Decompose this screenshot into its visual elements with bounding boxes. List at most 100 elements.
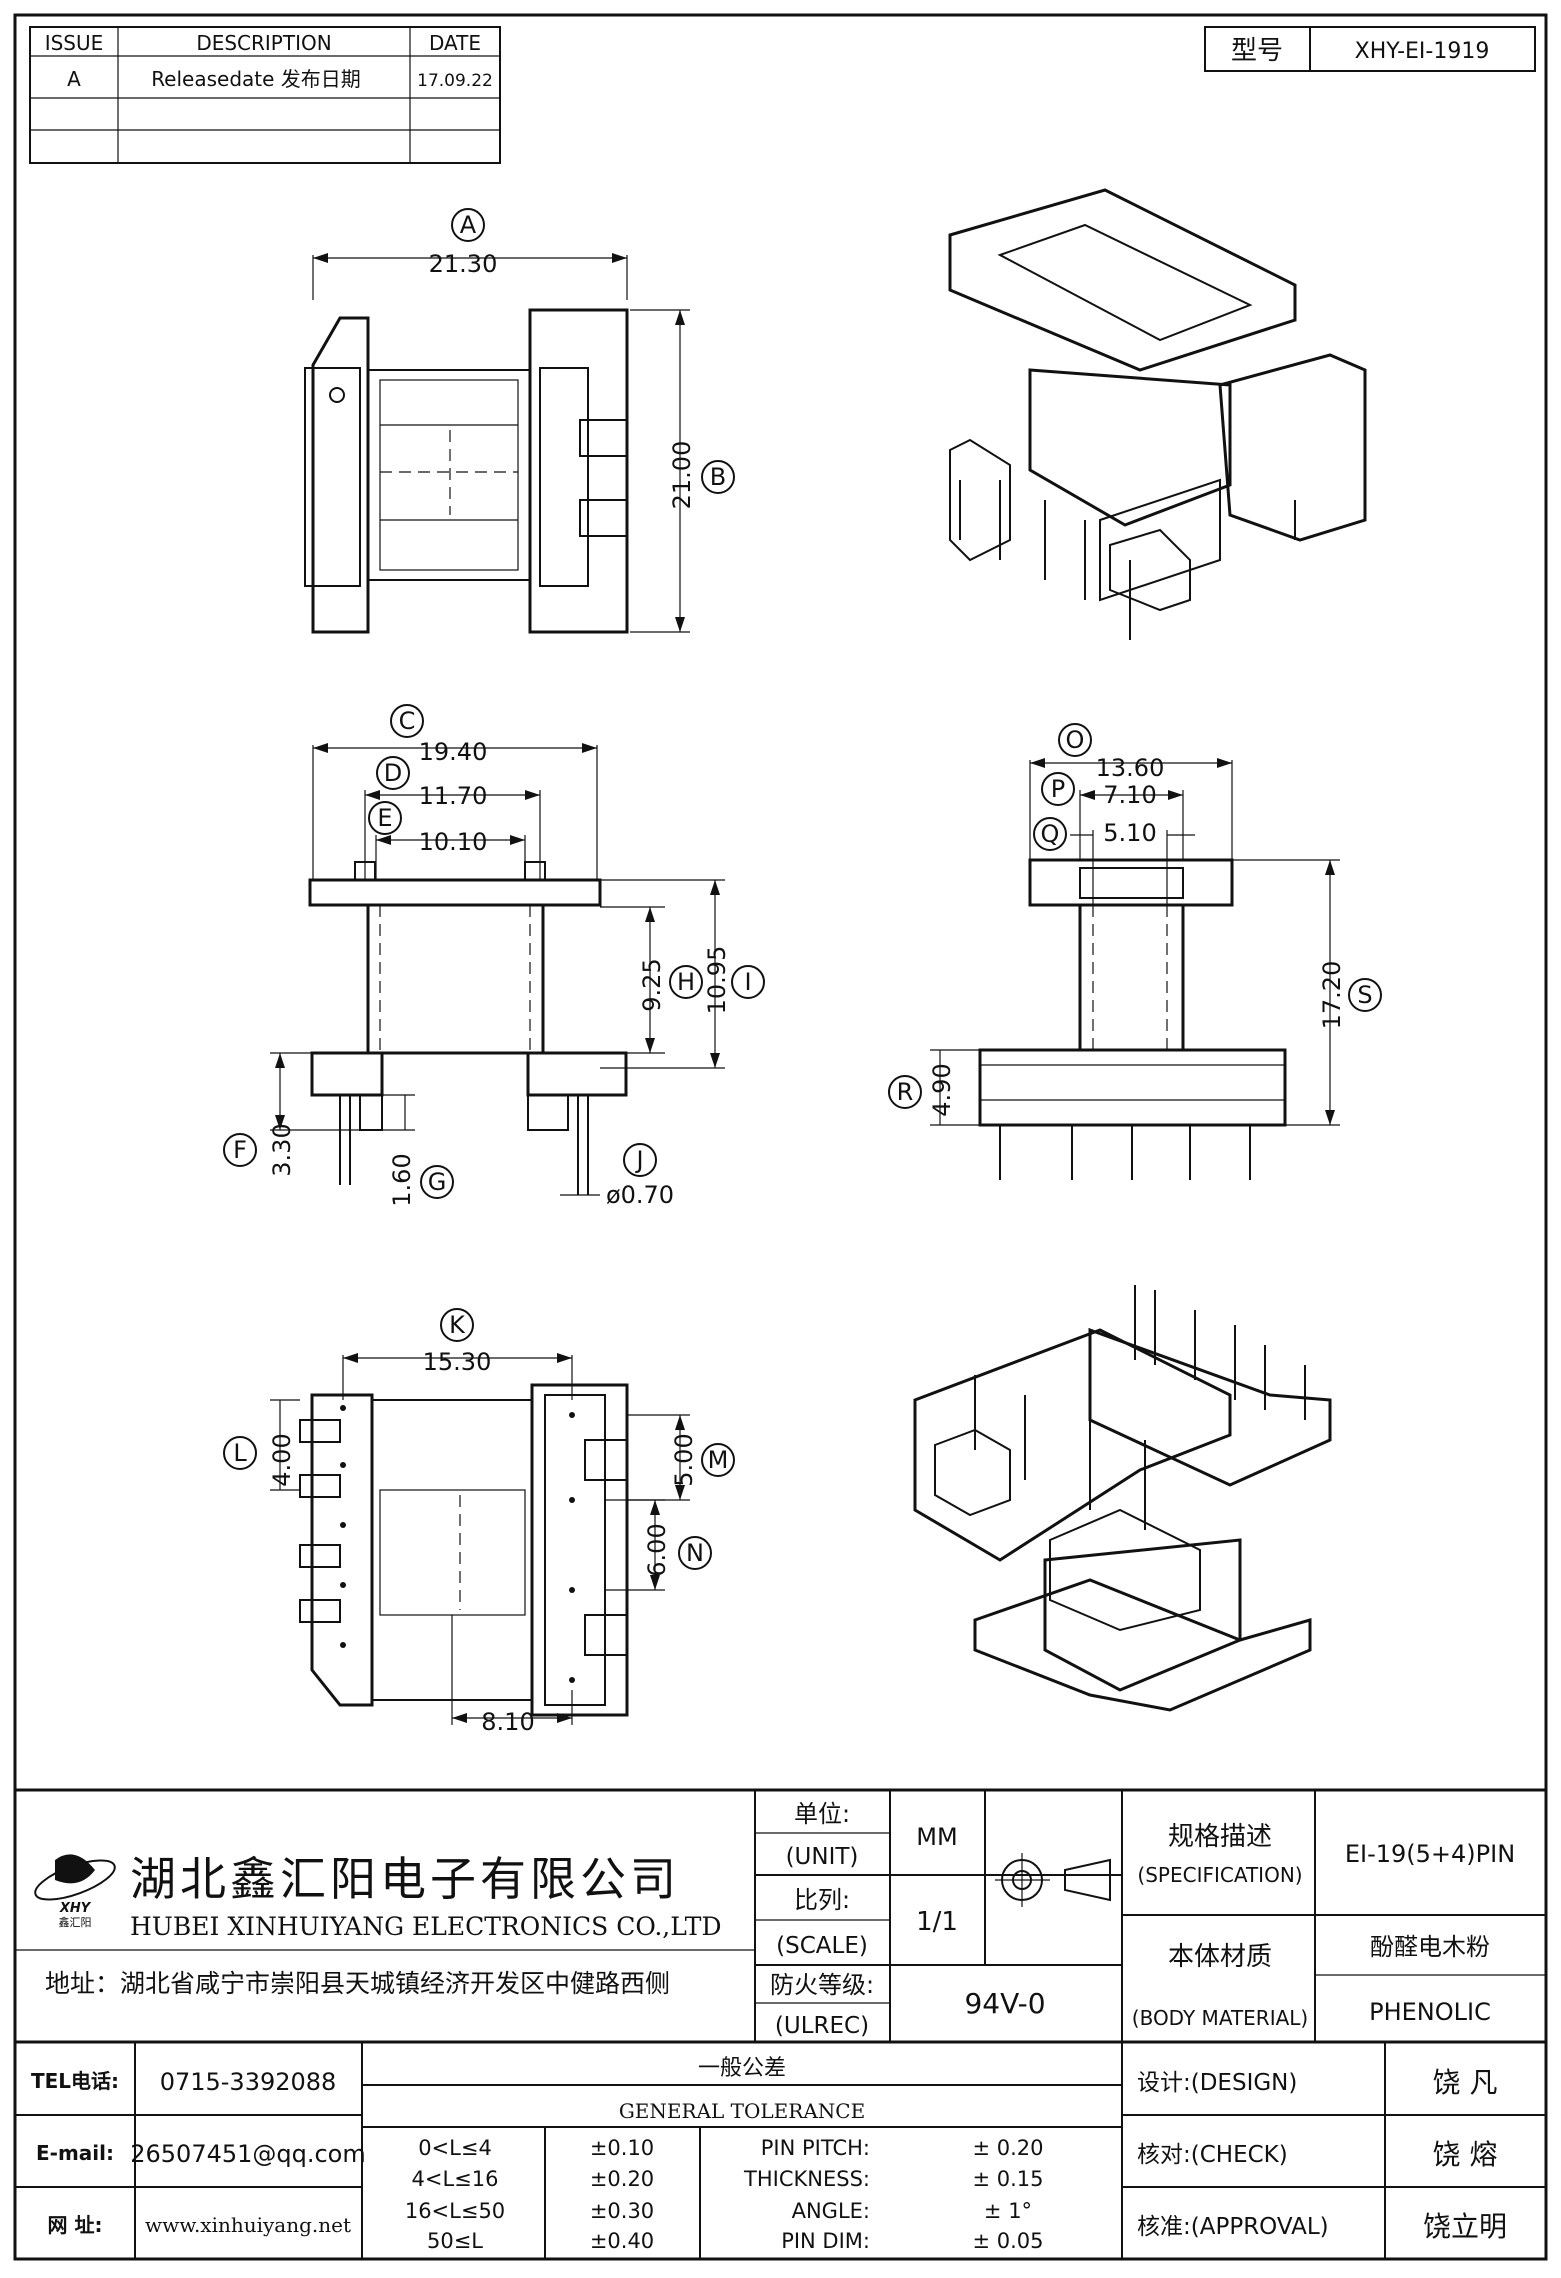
spec-label-cn: 规格描述 bbox=[1168, 1822, 1272, 1852]
tol-item-value-4: ± 0.05 bbox=[972, 2229, 1043, 2253]
dim-value-S: 17.20 bbox=[1318, 961, 1346, 1030]
rev-row-date: 17.09.22 bbox=[417, 71, 493, 91]
dim-bubble-C bbox=[390, 704, 424, 738]
title-block: XHY 鑫汇阳 湖北鑫汇阳电子有限公司 HUBEI XINHUIYANG ELE… bbox=[13, 1788, 1548, 2261]
material-label-en: (BODY MATERIAL) bbox=[1132, 2006, 1308, 2030]
tel-label: TEL电话: bbox=[31, 2069, 119, 2093]
dim-label-S: S bbox=[1357, 981, 1372, 1009]
tolerance-title-en: GENERAL TOLERANCE bbox=[619, 2099, 865, 2123]
company-name-cn: 湖北鑫汇阳电子有限公司 bbox=[130, 1852, 680, 1906]
dim-label-L: L bbox=[233, 1439, 247, 1467]
dim-bubble-M bbox=[701, 1443, 735, 1477]
dim-bubble-O bbox=[1058, 723, 1092, 757]
dim-value-K: 15.30 bbox=[423, 1348, 492, 1376]
ulrec-label-cn: 防火等级: bbox=[770, 1971, 874, 1999]
dim-bubble-R bbox=[888, 1075, 922, 1109]
tol-range-2: 4<L≤16 bbox=[412, 2167, 499, 2191]
tol-item-2: THICKNESS: bbox=[743, 2167, 870, 2191]
tol-range-3: 16<L≤50 bbox=[405, 2199, 505, 2223]
dim-bubble-S bbox=[1348, 978, 1382, 1012]
dim-value-G: 1.60 bbox=[388, 1153, 416, 1206]
dim-label-J: J bbox=[634, 1146, 643, 1174]
spec-label-en: (SPECIFICATION) bbox=[1137, 1863, 1302, 1887]
dim-label-C: C bbox=[399, 707, 416, 735]
dim-label-I: I bbox=[744, 968, 751, 996]
dim-bubble-I bbox=[731, 965, 765, 999]
dim-label-Q: Q bbox=[1041, 820, 1060, 848]
side-view: O 13.60 P 7.10 Q 5.10 bbox=[888, 723, 1382, 1180]
dim-bubble-P bbox=[1041, 772, 1075, 806]
rev-header-description: DESCRIPTION bbox=[196, 31, 331, 55]
rev-row-issue: A bbox=[67, 67, 81, 91]
tol-item-value-2: ± 0.15 bbox=[972, 2167, 1043, 2191]
tol-range-4: 50≤L bbox=[427, 2229, 483, 2253]
front-view: C 19.40 D 11.70 E 10.10 bbox=[223, 704, 765, 1209]
dim-value-M: 5.00 bbox=[670, 1433, 698, 1486]
dim-label-P: P bbox=[1051, 775, 1065, 803]
rev-header-date: DATE bbox=[429, 31, 481, 55]
dim-label-B: B bbox=[710, 463, 726, 491]
dim-value-P: 7.10 bbox=[1103, 781, 1156, 809]
spec-value: EI-19(5+4)PIN bbox=[1345, 1840, 1515, 1868]
dim-label-D: D bbox=[384, 759, 402, 787]
material-value-cn: 酚醛电木粉 bbox=[1370, 1933, 1490, 1961]
dim-value-E: 10.10 bbox=[419, 828, 488, 856]
tol-value-4: ±0.40 bbox=[590, 2229, 654, 2253]
top-view: A 21.30 21.00 B bbox=[304, 208, 735, 634]
dim-value-C: 19.40 bbox=[419, 738, 488, 766]
approval-label: 核准:(APPROVAL) bbox=[1137, 2214, 1329, 2240]
tol-item-value-1: ± 0.20 bbox=[972, 2136, 1043, 2160]
dim-bubble-A bbox=[451, 208, 485, 242]
dim-bubble-F bbox=[223, 1133, 257, 1167]
revision-table: ISSUE DESCRIPTION DATE A Releasedate 发布日… bbox=[29, 26, 501, 164]
dim-label-R: R bbox=[897, 1078, 914, 1106]
web-value: www.xinhuiyang.net bbox=[145, 2213, 351, 2237]
material-value-en: PHENOLIC bbox=[1369, 1998, 1491, 2026]
approval-value: 饶立明 bbox=[1423, 2210, 1507, 2243]
isometric-view-bottom bbox=[913, 1285, 1332, 1712]
tol-item-1: PIN PITCH: bbox=[761, 2136, 870, 2160]
tol-value-1: ±0.10 bbox=[590, 2136, 654, 2160]
dim-bubble-E bbox=[368, 801, 402, 835]
dim-bubble-J bbox=[623, 1143, 657, 1177]
dim-value-L: 4.00 bbox=[268, 1433, 296, 1486]
dim-value-O: 13.60 bbox=[1096, 754, 1165, 782]
email-value: 26507451@qq.com bbox=[130, 2140, 366, 2168]
logo-text: XHY bbox=[59, 1901, 92, 1916]
rev-header-issue: ISSUE bbox=[45, 31, 104, 55]
company-address: 地址：湖北省咸宁市崇阳县天城镇经济开发区中健路西侧 bbox=[45, 1969, 670, 1998]
design-label: 设计:(DESIGN) bbox=[1137, 2070, 1297, 2096]
model-label: 型号 bbox=[1231, 36, 1283, 66]
dim-label-N: N bbox=[686, 1539, 704, 1567]
material-label-cn: 本体材质 bbox=[1168, 1942, 1272, 1972]
model-value: XHY-EI-1919 bbox=[1355, 39, 1490, 64]
tol-item-4: PIN DIM: bbox=[781, 2229, 870, 2253]
dim-value-A: 21.30 bbox=[429, 250, 498, 278]
dim-label-E: E bbox=[377, 804, 392, 832]
company-logo: XHY 鑫汇阳 bbox=[34, 1854, 116, 1929]
tel-value: 0715-3392088 bbox=[160, 2068, 337, 2096]
dim-value-J: ø0.70 bbox=[606, 1181, 674, 1209]
logo-sub: 鑫汇阳 bbox=[59, 1915, 92, 1929]
dim-bubble-L bbox=[223, 1436, 257, 1470]
dim-bubble-H bbox=[669, 965, 703, 999]
dim-label-O: O bbox=[1066, 726, 1085, 754]
dim-value-N: 6.00 bbox=[643, 1523, 671, 1576]
tol-item-value-3: ± 1° bbox=[984, 2199, 1032, 2223]
dim-label-F: F bbox=[233, 1136, 247, 1164]
rev-row-description: Releasedate 发布日期 bbox=[151, 67, 361, 91]
dim-value-bottom-width: 8.10 bbox=[481, 1708, 534, 1736]
tol-value-2: ±0.20 bbox=[590, 2167, 654, 2191]
scale-value: 1/1 bbox=[916, 1907, 958, 1937]
dim-value-D: 11.70 bbox=[419, 782, 488, 810]
dim-label-K: K bbox=[449, 1311, 466, 1339]
dim-bubble-G bbox=[420, 1165, 454, 1199]
scale-label-en: (SCALE) bbox=[776, 1933, 868, 1959]
check-label: 核对:(CHECK) bbox=[1137, 2142, 1288, 2168]
ulrec-label-en: (ULREC) bbox=[775, 2013, 869, 2039]
design-value: 饶 凡 bbox=[1433, 2066, 1498, 2099]
company-name-en: HUBEI XINHUIYANG ELECTRONICS CO.,LTD bbox=[130, 1912, 722, 1941]
dim-label-G: G bbox=[428, 1168, 447, 1196]
